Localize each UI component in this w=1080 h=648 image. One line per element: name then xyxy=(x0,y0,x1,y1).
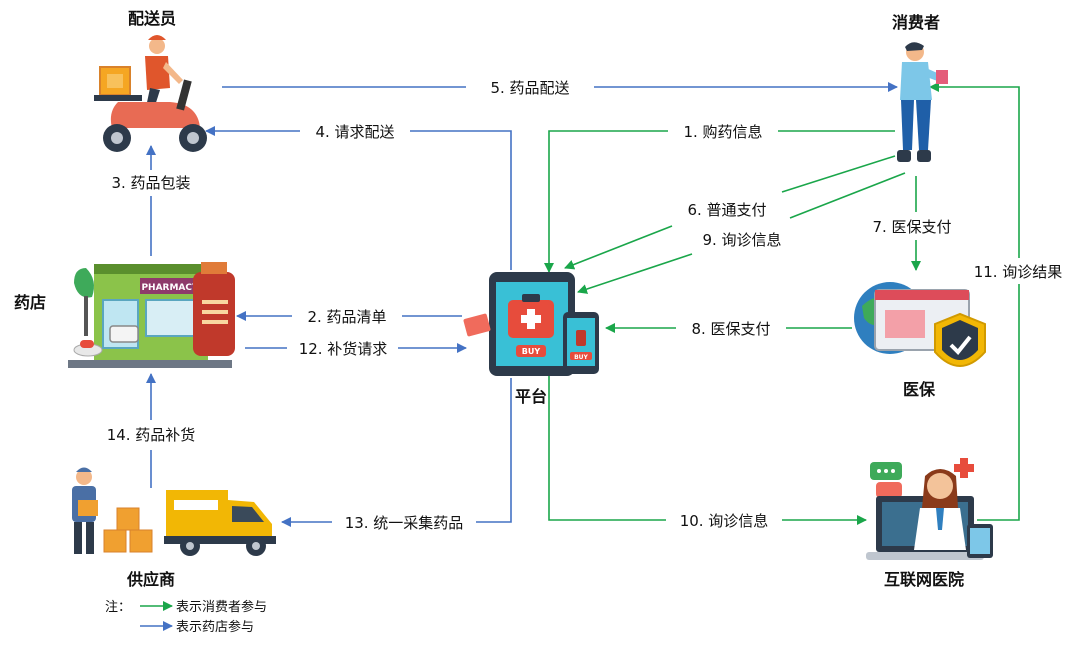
flow-label-12: 12. 补货请求 xyxy=(299,340,388,358)
node-label-pharmacy: 药店 xyxy=(14,293,46,312)
flow-labels: 5. 药品配送 4. 请求配送 1. 购药信息 6. 普通支付 9. 询诊信息 … xyxy=(107,79,1063,532)
flow-label-14: 14. 药品补货 xyxy=(107,426,196,444)
legend-title: 注： xyxy=(105,600,131,615)
node-label-supplier: 供应商 xyxy=(126,570,175,589)
flow-label-11: 11. 询诊结果 xyxy=(974,263,1063,281)
platform-buy-small-label: BUY xyxy=(574,354,588,361)
delivery-truck-icon xyxy=(72,467,276,556)
connectors xyxy=(146,82,1020,527)
arrow-11 xyxy=(977,284,1020,521)
node-label-hospital: 互联网医院 xyxy=(884,570,964,589)
legend: 注： 表示消费者参与 表示药店参与 xyxy=(105,599,267,635)
arrow-6 xyxy=(781,155,896,193)
node-label-insurance: 医保 xyxy=(903,380,936,399)
flow-label-6: 6. 普通支付 xyxy=(687,201,766,219)
node-labels: 配送员 消费者 药店 平台 医保 供应商 互联网医院 xyxy=(14,9,964,589)
arrow-10 xyxy=(548,376,666,521)
node-label-consumer: 消费者 xyxy=(892,13,940,32)
delivery-scooter-icon xyxy=(94,35,207,152)
person-reading-icon xyxy=(897,42,948,162)
arrow-6-b xyxy=(564,225,673,270)
node-label-courier: 配送员 xyxy=(128,9,176,28)
arrow-1-b xyxy=(544,130,668,273)
node-label-platform: 平台 xyxy=(515,387,547,406)
arrow-11-b xyxy=(929,82,1020,258)
tablet-shopping-icon: BUY BUY xyxy=(463,272,599,376)
flow-label-7: 7. 医保支付 xyxy=(872,218,951,236)
flow-label-1: 1. 购药信息 xyxy=(683,123,762,141)
legend-consumer-label: 表示消费者参与 xyxy=(176,599,267,615)
pharmacy-store-icon: PHARMACY xyxy=(68,262,235,368)
flow-label-8: 8. 医保支付 xyxy=(691,320,770,338)
platform-buy-label: BUY xyxy=(522,347,541,356)
flow-label-9: 9. 询诊信息 xyxy=(702,231,781,249)
shield-checkmark-icon xyxy=(854,282,986,367)
arrow-4 xyxy=(410,130,512,270)
flow-label-2: 2. 药品清单 xyxy=(307,308,386,326)
flow-label-13: 13. 统一采集药品 xyxy=(345,514,464,532)
flow-label-4: 4. 请求配送 xyxy=(315,123,394,141)
flow-label-3: 3. 药品包装 xyxy=(111,174,190,192)
arrow-13 xyxy=(476,378,512,523)
flow-label-5: 5. 药品配送 xyxy=(490,79,569,97)
arrow-9 xyxy=(789,172,906,219)
flow-label-10: 10. 询诊信息 xyxy=(680,512,769,530)
arrow-9-b xyxy=(577,253,693,294)
doctor-video-call-icon xyxy=(866,458,993,560)
legend-pharmacy-label: 表示药店参与 xyxy=(176,619,254,635)
pharmacy-sign: PHARMACY xyxy=(141,283,199,293)
